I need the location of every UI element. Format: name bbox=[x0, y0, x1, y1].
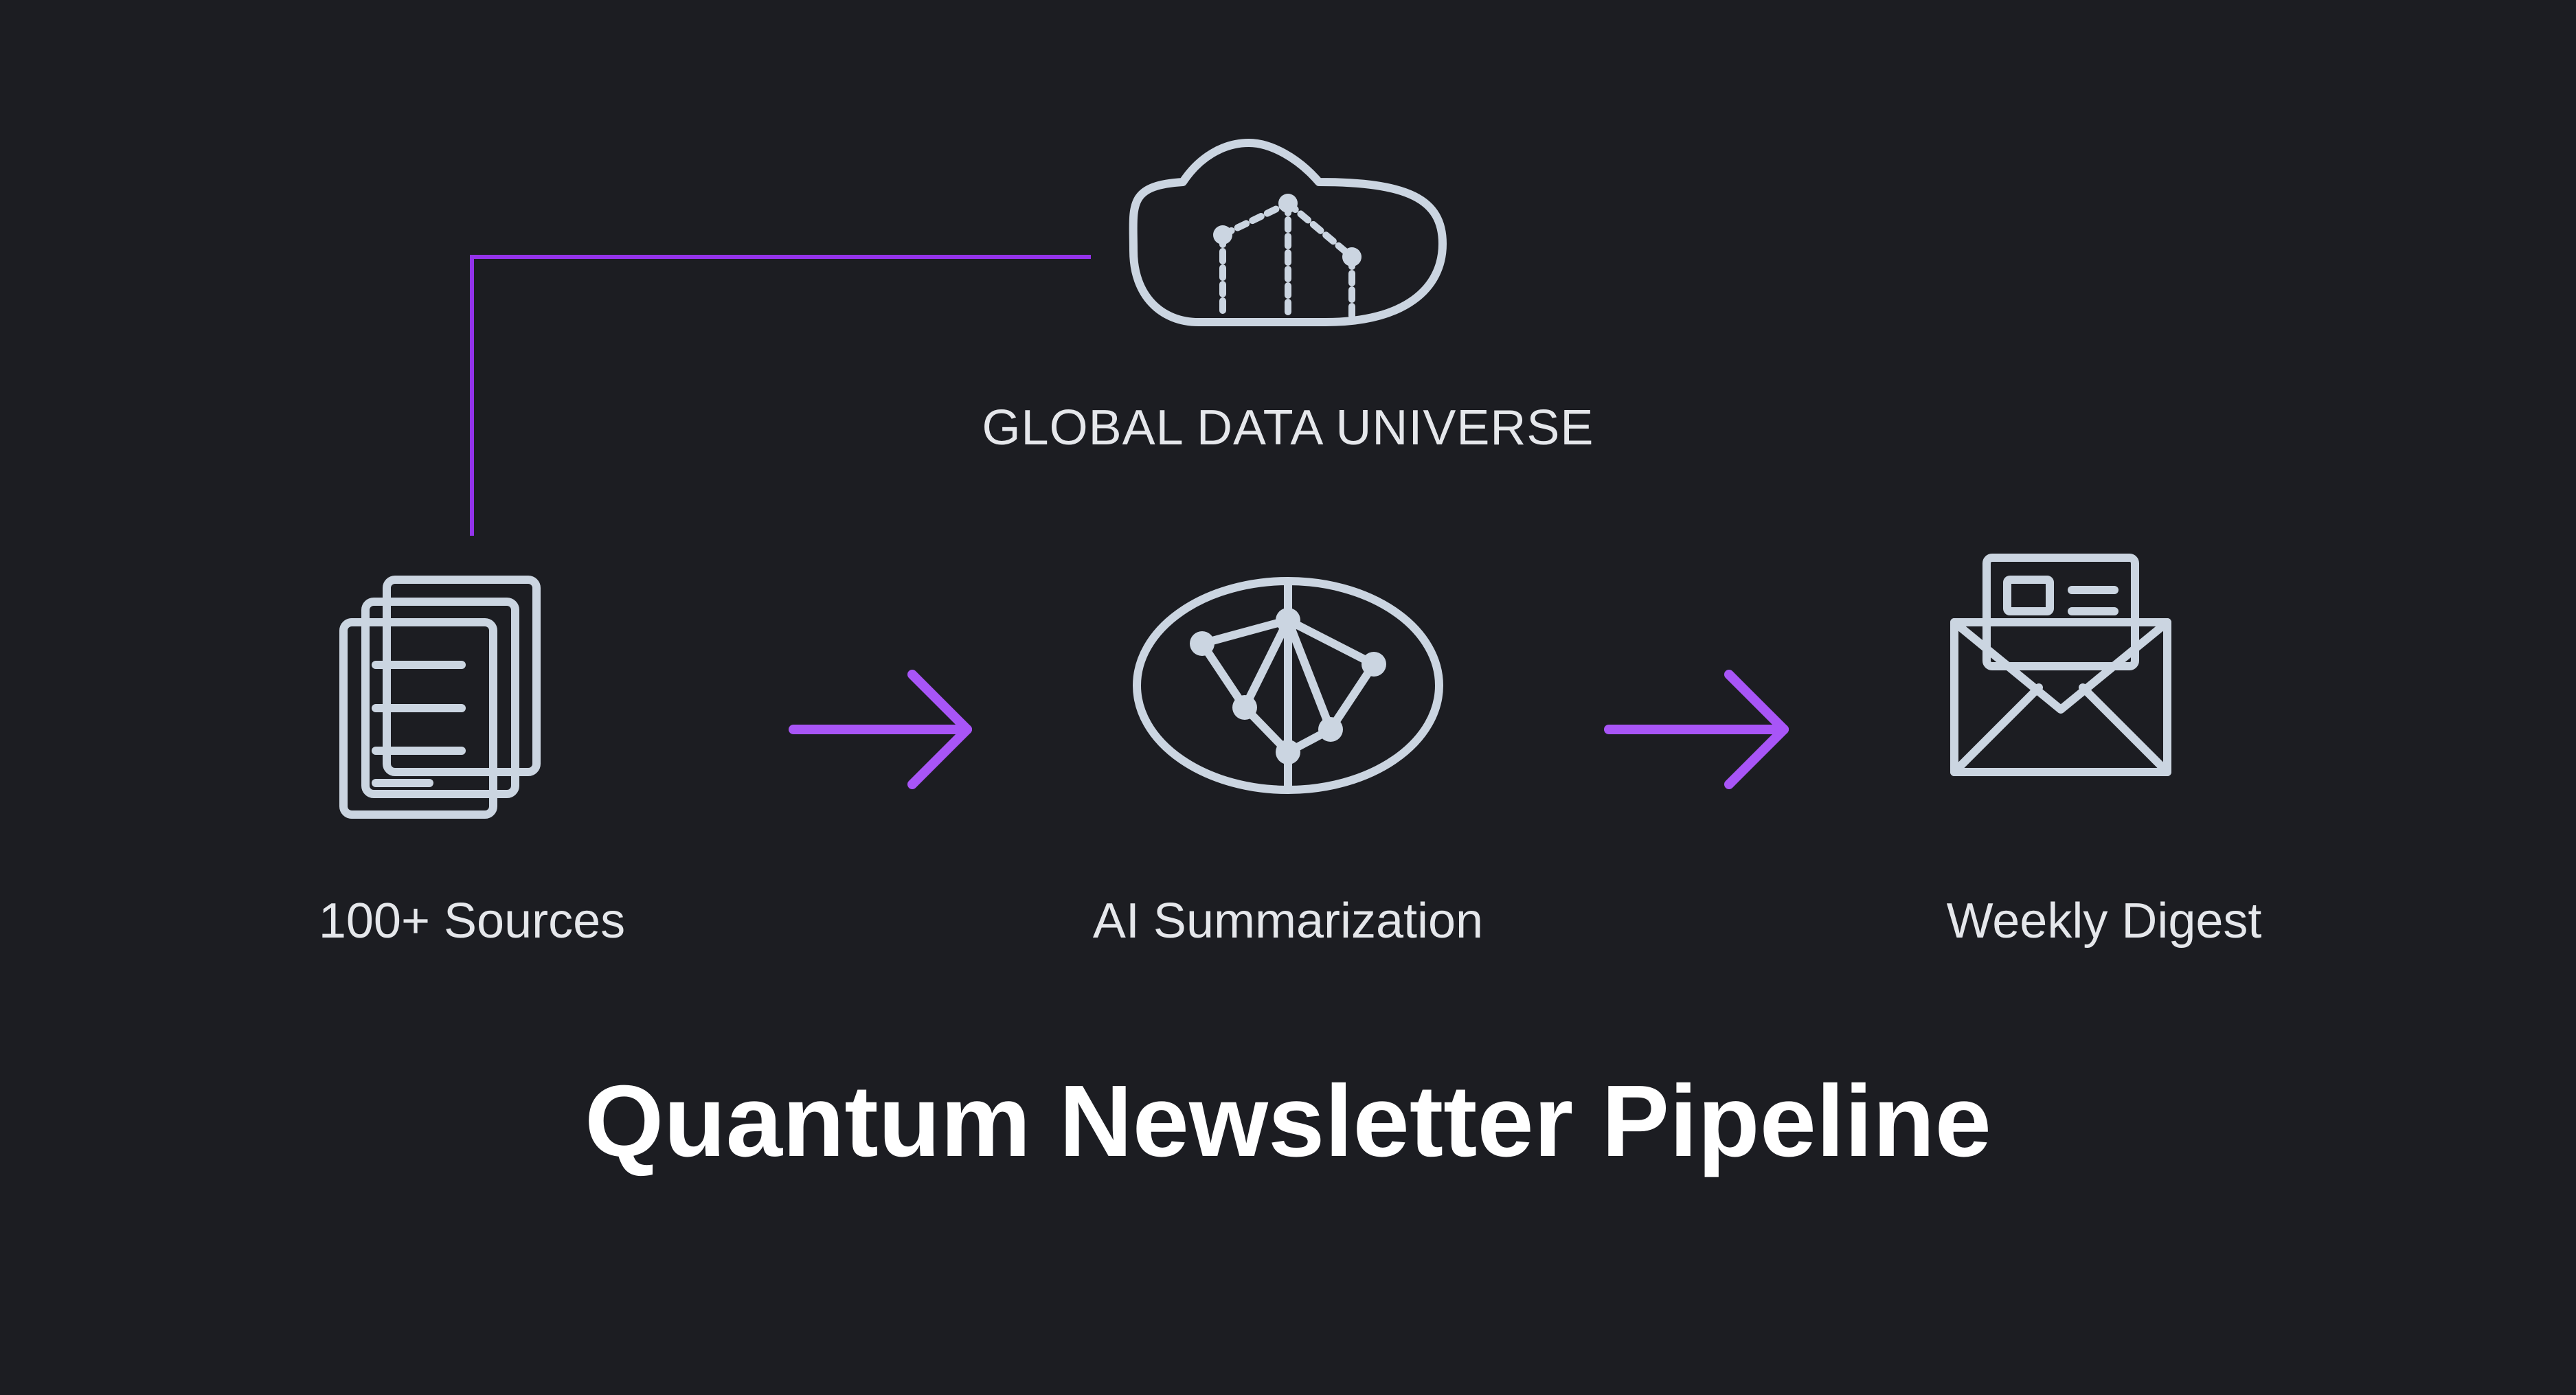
stage-label-sources: 100+ Sources bbox=[318, 894, 626, 949]
global-data-universe-label: GLOBAL DATA UNIVERSE bbox=[982, 400, 1594, 455]
cloud-network-icon bbox=[1129, 139, 1447, 326]
arrow-right-icon bbox=[1604, 670, 1789, 789]
diagram-title: Quantum Newsletter Pipeline bbox=[585, 1065, 1991, 1178]
documents-stack-icon bbox=[339, 576, 541, 819]
neural-network-icon bbox=[1133, 577, 1443, 794]
stage-label-ai-summarization: AI Summarization bbox=[1092, 894, 1484, 949]
stage-label-weekly-digest: Weekly Digest bbox=[1946, 894, 2262, 949]
arrow-right-icon bbox=[789, 670, 972, 789]
open-envelope-newsletter-icon bbox=[1950, 554, 2171, 776]
connector-line-cloud-to-sources bbox=[470, 255, 1091, 536]
